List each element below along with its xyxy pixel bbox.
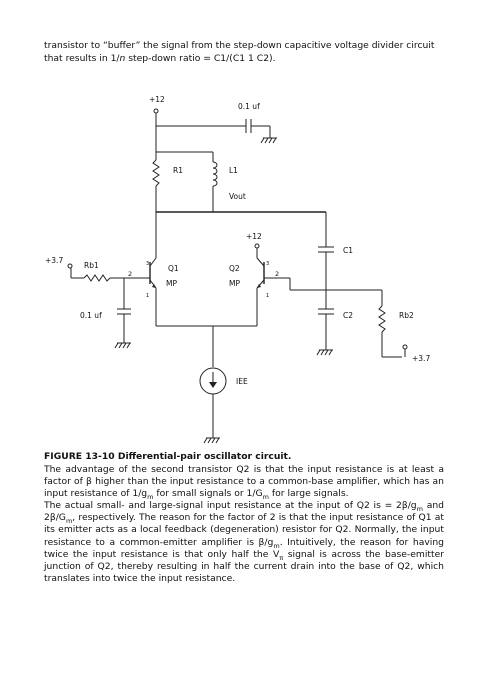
vout-label: Vout [229, 192, 246, 201]
ground-hatch [114, 342, 131, 349]
vcc-top-terminal [153, 108, 159, 114]
vbias-right-label: +3.7 [412, 354, 430, 363]
paragraph-2: The actual small- and large-signal input… [44, 500, 445, 584]
q1-collector-pin: 3 [146, 261, 149, 267]
ground-hatch [203, 437, 220, 444]
iee-label: IEE [236, 377, 248, 386]
q1-type-label: MP [166, 279, 177, 288]
intro-text: transistor to “buffer” the signal from t… [44, 40, 444, 65]
vbias-left-terminal [67, 263, 73, 269]
pin2-right-label: 2 [275, 270, 279, 278]
q1-emitter-arrow [152, 284, 156, 288]
intro-line-2b: step-down ratio = C1/(C1 1 C2). [125, 52, 276, 64]
rb1-resistor [83, 274, 111, 282]
c1-label: C1 [343, 246, 353, 255]
cap-top-label: 0.1 uf [238, 102, 260, 111]
q1-emitter-pin: 1 [146, 293, 149, 299]
l1-inductor [212, 161, 218, 187]
vcc-top-label: +12 [149, 95, 165, 104]
intro-line-2a: that results in 1/ [44, 52, 120, 64]
q1-collector [149, 257, 157, 267]
oscillator-schematic: +12 0.1 uf R1 L1 Vout +12 C1 +3.7 Rb1 2 … [45, 95, 430, 444]
rb2-resistor [378, 305, 386, 333]
q2-emitter-arrow [257, 284, 261, 288]
intro-n: n [119, 52, 126, 64]
l1-label: L1 [229, 166, 238, 175]
vcc-q2-terminal [254, 243, 260, 249]
iee-arrow [209, 382, 217, 388]
vbias-right-terminal [402, 344, 408, 350]
r1-resistor [152, 159, 160, 187]
ground-hatch [316, 349, 333, 356]
q2-name-label: Q2 [229, 264, 240, 273]
q2-collector [256, 257, 265, 267]
ground-hatch [260, 137, 277, 144]
vcc-q2-label: +12 [246, 232, 262, 241]
q2-emitter-pin: 1 [266, 293, 269, 299]
pin2-left-label: 2 [128, 270, 132, 278]
q2-collector-pin: 3 [266, 261, 269, 267]
rb2-label: Rb2 [399, 311, 414, 320]
q2-type-label: MP [229, 279, 240, 288]
figure-caption: FIGURE 13-10 Differential-pair oscillato… [44, 451, 292, 462]
paragraph-1: The advantage of the second transistor Q… [44, 464, 444, 502]
vbias-left-label: +3.7 [45, 256, 63, 265]
body-text: The advantage of the second transistor Q… [44, 464, 444, 585]
cap-left-label: 0.1 uf [80, 311, 102, 320]
intro-line-1: transistor to “buffer” the signal from t… [44, 40, 435, 51]
rb1-label: Rb1 [84, 261, 99, 270]
r1-label: R1 [173, 166, 183, 175]
c2-label: C2 [343, 311, 353, 320]
q1-name-label: Q1 [168, 264, 179, 273]
